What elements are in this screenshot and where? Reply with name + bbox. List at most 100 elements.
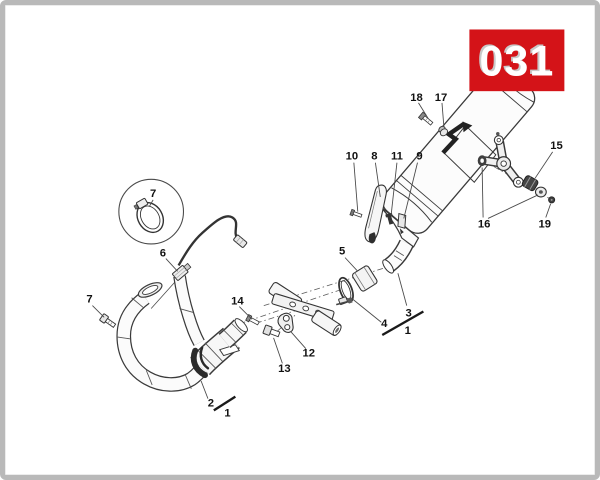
muffler-bolt-18	[417, 111, 434, 126]
callout-2[interactable]: 2	[208, 397, 214, 409]
leader-4	[350, 297, 382, 323]
leader-15	[534, 151, 553, 179]
clamp7-screw-head	[133, 204, 139, 210]
callout-1-mid[interactable]: 1	[405, 325, 411, 337]
bolt18-head	[417, 111, 427, 121]
callout-18[interactable]: 18	[410, 92, 423, 104]
sensor-connector	[233, 234, 248, 248]
clamp7-screw-housing	[136, 197, 149, 210]
hanger-top-stud	[496, 131, 500, 136]
callout-9[interactable]: 9	[416, 151, 422, 163]
heat-shield-tip	[368, 232, 376, 244]
washer16-hole	[538, 190, 543, 194]
heat-shield-8	[364, 184, 387, 244]
balance-pipe-bracket	[268, 281, 342, 336]
callout-7-detail[interactable]: 7	[150, 188, 156, 200]
callout-6[interactable]: 6	[160, 248, 166, 260]
sensor-fitting-line	[150, 279, 177, 309]
hanger-grommet	[477, 155, 487, 167]
callout-1-bottom[interactable]: 1	[224, 407, 230, 419]
bolt-13	[262, 324, 281, 338]
hanger-top-ring-hole	[496, 137, 501, 143]
pipe-clamp-4	[336, 276, 354, 306]
muffler-logo-arrow	[462, 121, 473, 133]
badge-number-emboss: 031	[478, 36, 553, 84]
callout-19[interactable]: 19	[539, 218, 552, 230]
axis-bolt13	[277, 313, 298, 332]
sleeve5-body	[352, 265, 378, 292]
sensor-connector-pins	[235, 236, 244, 246]
collector-heat-guard	[190, 347, 208, 379]
leader-lines	[92, 102, 553, 399]
heat-shield-plate	[364, 184, 387, 243]
outlet-end-cap	[234, 318, 248, 333]
leader-16-b	[487, 194, 539, 219]
balance-bar-hole-2	[302, 305, 310, 312]
gasket-sleeve-5	[352, 265, 378, 292]
badge-background	[469, 29, 565, 92]
header-flange	[137, 282, 163, 298]
flange-bolt	[99, 313, 117, 328]
callout-17[interactable]: 17	[435, 92, 448, 104]
callout-16[interactable]: 16	[478, 218, 491, 230]
screw10-head	[349, 208, 356, 217]
header-pipe-front	[116, 291, 212, 392]
clip9-foot	[399, 228, 404, 235]
rubber-bushing-15	[521, 175, 539, 192]
sleeve5-rims	[354, 266, 376, 291]
flange-bolt-shaft	[104, 317, 117, 328]
sensor-tip	[183, 262, 192, 271]
leader-6	[165, 258, 178, 272]
muffler-link-pipe	[382, 239, 414, 274]
callout-8[interactable]: 8	[371, 151, 377, 163]
flange-bolt-threads	[107, 320, 113, 326]
leader-14	[238, 306, 253, 320]
axis-screw14	[255, 309, 300, 324]
collector-outlet-sleeve	[218, 318, 248, 348]
callout-3[interactable]: 3	[406, 307, 412, 319]
clamp4-nut	[347, 297, 353, 304]
callout-14[interactable]: 14	[231, 296, 244, 308]
callout-11[interactable]: 11	[391, 151, 403, 163]
leader-10	[353, 162, 359, 212]
muffler-endcap-seam-lower	[391, 187, 433, 223]
callout-15[interactable]: 15	[550, 140, 563, 152]
link-pipe-end-cap	[382, 259, 394, 274]
hanger-lower-ring-hole	[516, 179, 521, 185]
bracket12-hole-lower	[284, 324, 291, 331]
group1-line-mid	[381, 310, 424, 336]
callout-10[interactable]: 10	[346, 151, 359, 163]
callout-12[interactable]: 12	[303, 348, 316, 360]
hanger-center-hole	[500, 160, 507, 167]
header-pipe-rear-seam	[179, 308, 194, 313]
leader-13	[273, 337, 283, 364]
sensor-body	[172, 262, 192, 281]
leader-7-detail	[148, 199, 154, 207]
sensor-connector-body	[233, 234, 248, 248]
badge-number: 031	[479, 38, 554, 86]
exhaust-exploded-diagram: 18 17 10 8 11 9 15 16 19 7 6 7 14 5 4 3 …	[86, 29, 565, 419]
leader-16-a	[481, 167, 484, 218]
page-number-badge: 031 031	[469, 29, 565, 92]
header-pipe-rear-body	[174, 275, 204, 346]
balance-bar-hole-1	[289, 301, 296, 308]
hanger-lower-ring	[512, 176, 524, 188]
shield-screw-10	[349, 208, 363, 218]
detail-circle-7	[118, 178, 185, 245]
leader-2	[200, 380, 209, 399]
bushing15-ribs	[524, 176, 537, 191]
nut19-hole	[550, 198, 553, 201]
header-pipe-front-body	[117, 292, 211, 391]
callout-13[interactable]: 13	[278, 363, 291, 375]
link-pipe-slots	[393, 250, 405, 261]
leader-9	[403, 162, 418, 219]
muffler-logo-stripe	[441, 121, 466, 155]
screw14-head	[245, 314, 253, 323]
callout-7-left[interactable]: 7	[86, 294, 92, 306]
balance-tube-right-bore	[335, 327, 340, 333]
flange-inner-ring	[142, 284, 159, 295]
leader-18	[418, 102, 429, 119]
group1-line-bottom	[213, 395, 237, 412]
callout-5[interactable]: 5	[339, 246, 345, 258]
callout-4[interactable]: 4	[381, 318, 388, 330]
